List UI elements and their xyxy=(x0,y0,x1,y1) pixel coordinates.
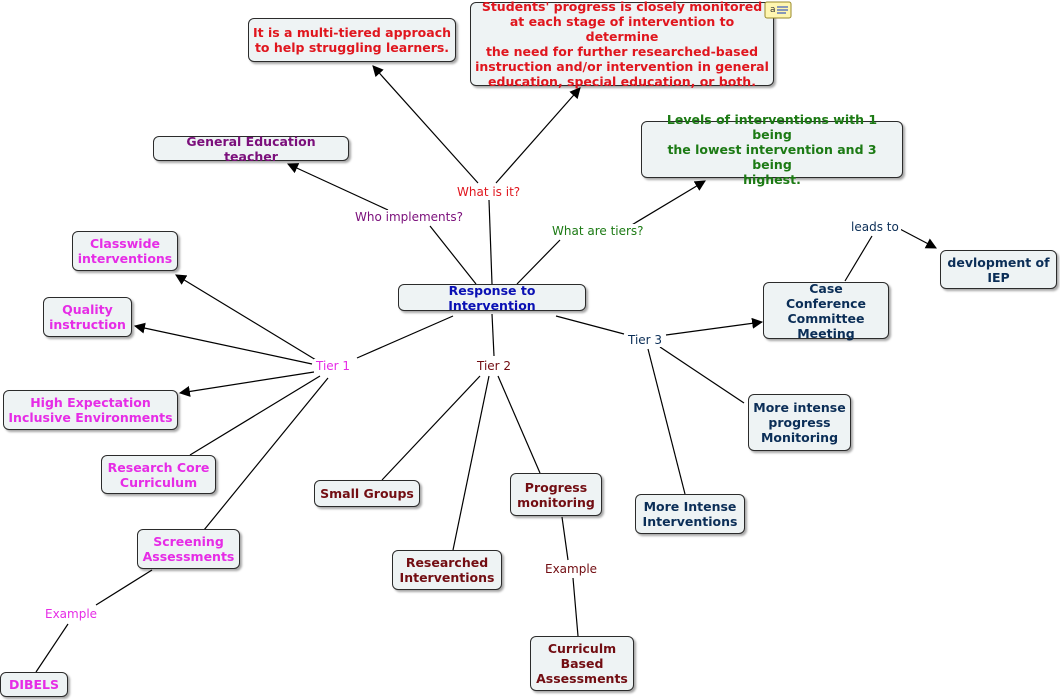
researched-interventions-node[interactable]: Researched Interventions xyxy=(392,550,502,590)
more-interventions-node[interactable]: More Intense Interventions xyxy=(635,494,745,534)
note-attachment-icon[interactable]: a xyxy=(764,1,792,19)
edge-center-tier1 xyxy=(356,315,454,359)
center-node[interactable]: Response to Intervention xyxy=(398,283,586,313)
gen-ed-teacher-node[interactable]: General Education teacher xyxy=(153,134,349,164)
tier2-label: Tier 2 xyxy=(475,359,514,373)
monitoring-node[interactable]: Students' progress is closely monitored … xyxy=(470,0,774,89)
research-core-node[interactable]: Research Core Curriculum xyxy=(101,455,216,494)
definition-node[interactable]: It is a multi-tiered approach to help st… xyxy=(248,18,456,62)
edge-tiers-levels xyxy=(629,180,706,227)
edge-example-dibels xyxy=(35,623,69,673)
progress-monitoring-node[interactable]: Progress monitoring xyxy=(510,473,602,516)
edge-tier2-researched xyxy=(452,375,490,551)
edge-tier1-screening xyxy=(203,377,329,531)
edge-example-cba xyxy=(572,577,579,637)
edge-tier1-classwide xyxy=(175,274,317,361)
edge-tier3-case xyxy=(665,317,764,336)
what-is-it-label: What is it? xyxy=(455,185,523,199)
edge-tier1-research xyxy=(189,375,321,456)
leads-to-label: leads to xyxy=(849,220,901,234)
example-progress-label: Example xyxy=(543,562,600,576)
tier1-label: Tier 1 xyxy=(314,359,353,373)
edge-who-teacher xyxy=(287,163,389,211)
what-are-tiers-label: What are tiers? xyxy=(550,224,646,238)
edge-tier1-highexp xyxy=(178,371,315,397)
high-expectation-node[interactable]: High Expectation Inclusive Environments xyxy=(3,390,178,430)
edge-center-tier3 xyxy=(555,315,625,335)
edge-tier2-progress xyxy=(497,375,541,474)
tier3-label: Tier 3 xyxy=(626,333,665,347)
screening-node[interactable]: Screening Assessments xyxy=(137,529,240,569)
edge-center-what xyxy=(488,199,493,285)
edge-progress-example xyxy=(561,516,569,561)
example-screening-label: Example xyxy=(43,607,100,621)
edge-tier2-small xyxy=(381,375,481,481)
edge-center-tier2 xyxy=(491,313,495,357)
edge-what-monitoring xyxy=(495,87,581,184)
dibels-node[interactable]: DIBELS xyxy=(0,672,68,697)
iep-node[interactable]: devlopment of IEP xyxy=(940,250,1057,289)
edge-leads-iep xyxy=(897,227,937,249)
edge-tier1-quality xyxy=(133,322,313,365)
edge-center-tiers xyxy=(516,239,561,285)
quality-node[interactable]: Quality instruction xyxy=(43,297,132,337)
classwide-node[interactable]: Classwide interventions xyxy=(72,231,178,271)
edge-tier3-moreint xyxy=(647,348,686,495)
svg-text:a: a xyxy=(770,5,776,15)
edge-center-who xyxy=(429,225,477,285)
case-conference-node[interactable]: Case Conference Committee Meeting xyxy=(763,281,889,341)
edge-tier3-moreprog xyxy=(659,346,745,404)
edge-case-leads xyxy=(844,235,873,282)
more-progress-node[interactable]: More intense progress Monitoring xyxy=(748,394,851,451)
levels-node[interactable]: Levels of interventions with 1 being the… xyxy=(641,112,903,187)
edge-screening-example xyxy=(95,569,153,606)
edge-what-definition xyxy=(372,65,479,184)
cba-node[interactable]: Curriculm Based Assessments xyxy=(530,636,634,691)
small-groups-node[interactable]: Small Groups xyxy=(314,480,420,507)
who-implements-label: Who implements? xyxy=(353,210,465,224)
